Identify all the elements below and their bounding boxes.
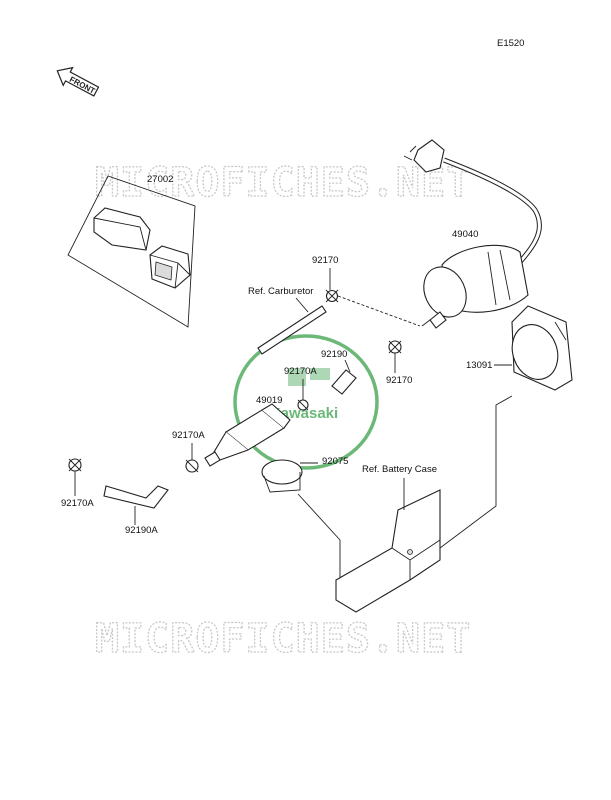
label-ref-battery-case: Ref. Battery Case <box>362 464 437 475</box>
pump-bracket <box>511 305 573 391</box>
watermark-bottom: MICROFICHES.NET <box>95 616 471 662</box>
rubber-band <box>261 459 303 493</box>
label-13091: 13091 <box>466 360 492 371</box>
hose-clip-top <box>325 289 339 303</box>
hose-clip-right <box>388 340 402 354</box>
hose-clip-bottom <box>68 458 82 472</box>
label-92190A: 92190A <box>125 525 158 536</box>
label-ref-carburetor: Ref. Carburetor <box>248 286 313 297</box>
label-49040: 49040 <box>452 229 478 240</box>
label-49019: 49019 <box>256 395 282 406</box>
label-92075: 92075 <box>322 456 348 467</box>
label-92170A-bottom: 92170A <box>61 498 94 509</box>
battery-case-bracket <box>335 489 441 613</box>
label-92190: 92190 <box>321 349 347 360</box>
fuel-filter <box>204 403 291 467</box>
diagram-code: E1520 <box>497 38 524 49</box>
label-92170A-left: 92170A <box>172 430 205 441</box>
label-92170-right: 92170 <box>386 375 412 386</box>
relay-group <box>67 175 196 328</box>
label-92170A-mid: 92170A <box>284 366 317 377</box>
label-27002: 27002 <box>147 174 173 185</box>
label-92170-top: 92170 <box>312 255 338 266</box>
hose-clip-left <box>185 459 199 473</box>
hose-clip-mid <box>297 399 309 411</box>
watermark-top: MICROFICHES.NET <box>95 160 471 206</box>
fuel-pump <box>403 139 542 329</box>
front-arrow-icon: FRONT <box>56 66 100 97</box>
